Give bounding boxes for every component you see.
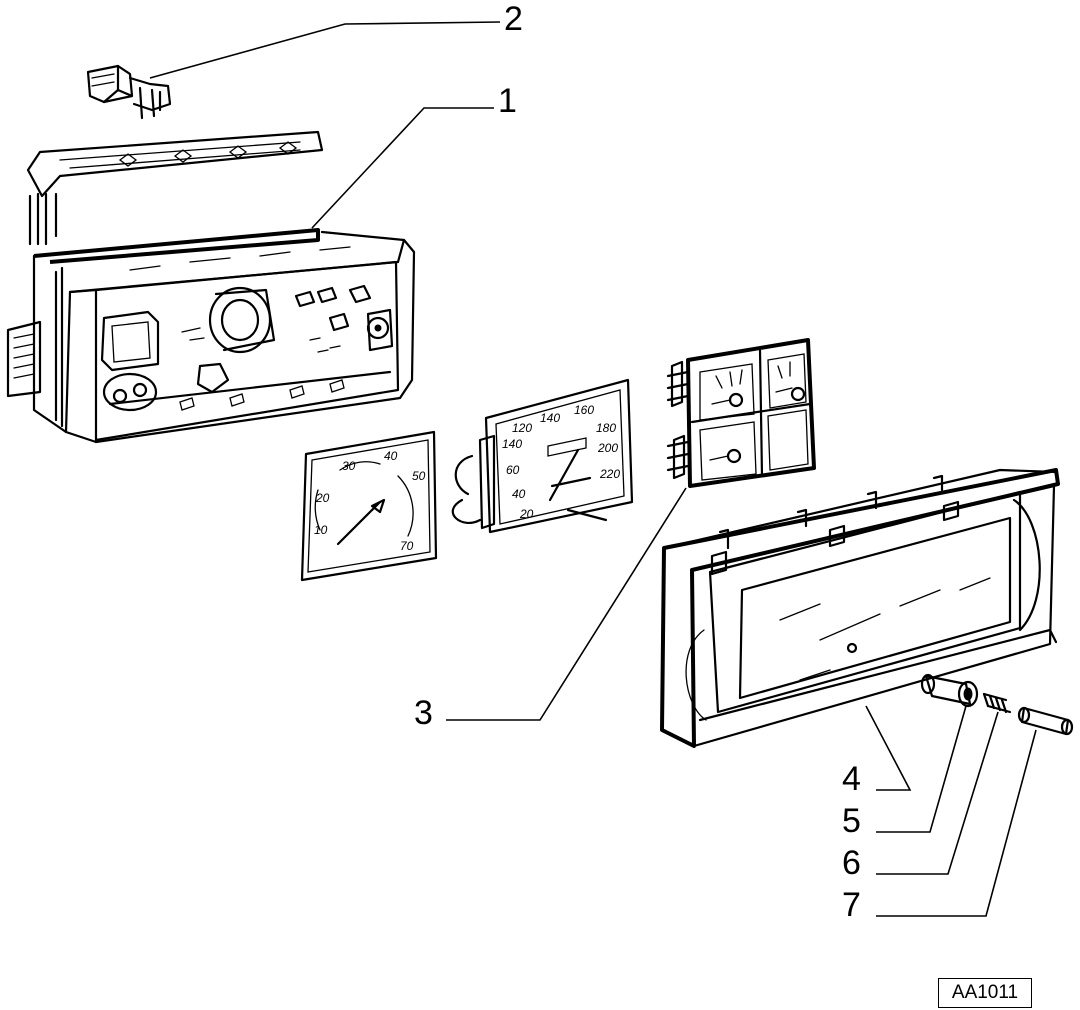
part-1-rear-housing	[6, 130, 416, 444]
speedo-tick-label: 120	[512, 421, 532, 435]
tachometer-dial: 30 40 20 50 10 70	[300, 430, 438, 582]
tacho-tick-label: 40	[384, 449, 398, 463]
part-7-shaft	[1017, 706, 1074, 736]
leader-lines	[149, 21, 1037, 917]
callout-2: 2	[504, 0, 523, 38]
reference-code: AA1011	[951, 982, 1019, 1003]
leader-line-1	[311, 107, 494, 229]
tacho-tick-label: 10	[314, 523, 328, 537]
part-4-front-bezel	[660, 468, 1060, 748]
reference-code-box: AA1011	[938, 978, 1032, 1008]
speedometer-dial: 120 140 160 140 180 60 200 40 220 20	[451, 378, 634, 534]
callout-5: 5	[842, 802, 861, 840]
callout-3: 3	[414, 694, 433, 732]
leader-line-3	[446, 487, 687, 721]
speedo-tick-label: 40	[512, 487, 526, 501]
callout-labels: 2 1 3 4 5 6 7	[414, 0, 861, 924]
part-6-spring	[982, 692, 1012, 714]
part-3-auxiliary-gauges	[666, 338, 816, 488]
leader-line-6	[876, 711, 999, 875]
tacho-tick-label: 50	[412, 469, 426, 483]
speedo-tick-label: 60	[506, 463, 520, 477]
leader-line-2	[149, 21, 501, 79]
callout-7: 7	[842, 886, 861, 924]
speedo-tick-label: 220	[599, 467, 620, 481]
leader-line-7	[876, 729, 1037, 917]
speedo-tick-label: 200	[597, 441, 618, 455]
tacho-tick-label: 20	[315, 491, 330, 505]
tacho-tick-label: 70	[400, 539, 414, 553]
speedo-tick-label: 140	[540, 411, 560, 425]
callout-6: 6	[842, 844, 861, 882]
speedo-tick-label: 180	[596, 421, 616, 435]
callout-4: 4	[842, 760, 861, 798]
part-5-knob	[920, 673, 979, 708]
callout-1: 1	[498, 82, 517, 120]
part-2-connector	[86, 64, 172, 120]
leader-line-5	[876, 705, 967, 833]
leader-line-4	[865, 705, 912, 791]
tacho-tick-label: 30	[342, 459, 356, 473]
speedo-tick-label: 20	[519, 507, 534, 521]
speedo-tick-label: 160	[574, 403, 594, 417]
speedo-tick-label: 140	[502, 437, 522, 451]
